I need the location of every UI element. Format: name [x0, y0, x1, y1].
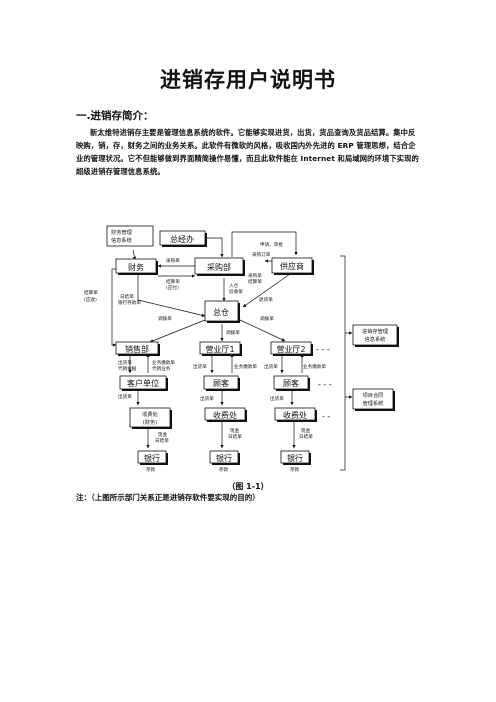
svg-text:存款: 存款 [146, 466, 156, 473]
svg-text:入仓: 入仓 [229, 282, 239, 289]
svg-text:调拨单: 调拨单 [158, 315, 172, 322]
svg-text:- -: - - [322, 412, 330, 421]
svg-text:结算单: 结算单 [166, 278, 180, 285]
svg-text:销售部: 销售部 [125, 344, 149, 354]
box-customer-2: 顾客 [273, 375, 310, 391]
svg-text:采购单: 采购单 [248, 272, 262, 279]
box-customer-1: 顾客 [203, 375, 240, 391]
svg-text:信息系统: 信息系统 [365, 335, 386, 343]
svg-text:顾客: 顾客 [213, 378, 229, 388]
svg-text:- - -: - - - [316, 345, 330, 354]
svg-text:存款: 存款 [290, 466, 300, 473]
box-erp-system: 进销存管理 信息系统 [352, 324, 399, 347]
box-project-system: 项目合同 管理系统 [352, 388, 395, 411]
svg-text:结算单: 结算单 [84, 289, 98, 296]
svg-text:项目合同: 项目合同 [363, 391, 384, 399]
svg-text:信息系统: 信息系统 [111, 236, 132, 244]
svg-text:出货单: 出货单 [118, 359, 132, 366]
box-purchasing: 采购部 [194, 257, 245, 276]
svg-text:采购单: 采购单 [166, 257, 180, 264]
box-collection-1: 收费处 [204, 407, 247, 422]
svg-text:银行: 银行 [287, 453, 303, 463]
svg-text:营业厅2: 营业厅2 [276, 344, 305, 354]
svg-text:财务管理: 财务管理 [111, 228, 133, 236]
box-collection-2: 收费处 [274, 407, 317, 422]
document-title: 进销存用户说明书 [160, 68, 336, 92]
svg-text:退货单: 退货单 [259, 296, 273, 303]
svg-text:业务缴款单: 业务缴款单 [234, 363, 257, 370]
box-sales-dept: 销售部 [115, 341, 160, 356]
svg-text:验收单: 验收单 [229, 288, 243, 295]
svg-text:调拨单: 调拨单 [226, 329, 240, 336]
svg-text:总经办: 总经办 [170, 234, 194, 244]
box-bank-2: 银行 [280, 450, 311, 465]
svg-text:(应付): (应付) [166, 284, 179, 291]
svg-text:银行存款单: 银行存款单 [118, 299, 141, 306]
svg-text:出货单: 出货单 [118, 393, 132, 400]
svg-text:出货单: 出货单 [200, 395, 214, 402]
svg-text:出货单: 出货单 [270, 395, 284, 402]
svg-text:(财务): (财务) [143, 418, 157, 426]
svg-text:调拨单: 调拨单 [260, 315, 274, 322]
svg-text:日结单: 日结单 [120, 293, 134, 300]
svg-text:日结单: 日结单 [155, 437, 169, 444]
box-bank-1: 银行 [209, 450, 240, 465]
svg-text:银行: 银行 [144, 453, 160, 463]
box-finance-system: 财务管理 信息系统 [106, 225, 154, 247]
svg-text:收费处: 收费处 [283, 410, 307, 420]
intro-paragraph: 新太维特进销存主要是管理信息系统的软件。它能够实现进货，出货，货品查询及货品结算… [76, 128, 419, 176]
svg-text:申请、审批: 申请、审批 [260, 241, 283, 248]
svg-text:银行: 银行 [216, 453, 232, 463]
svg-text:进销存管理: 进销存管理 [362, 327, 389, 335]
svg-text:客户单位: 客户单位 [127, 378, 159, 388]
box-client-company: 客户单位 [119, 375, 168, 391]
figure-note: 注：（上图所示部门关系正是进销存软件要实现的目的） [76, 493, 260, 502]
box-supplier: 供应商 [271, 257, 314, 275]
section-heading: 一.进销存简介： [76, 110, 154, 122]
connector-lines [111, 231, 353, 471]
svg-text:财务: 财务 [128, 262, 144, 272]
svg-text:采购订单: 采购订单 [252, 251, 271, 258]
svg-text:- - -: - - - [318, 380, 332, 389]
figure-caption: （图 1-1） [227, 482, 269, 491]
svg-text:结算单: 结算单 [248, 278, 262, 285]
svg-text:日结单: 日结单 [299, 433, 313, 440]
svg-text:存款: 存款 [219, 466, 229, 473]
svg-text:现金: 现金 [230, 427, 240, 434]
svg-text:营业厅1: 营业厅1 [205, 344, 234, 354]
box-main-warehouse: 总仓 [204, 300, 240, 323]
svg-text:现金: 现金 [158, 431, 168, 438]
box-ceo-office: 总经办 [159, 230, 207, 247]
svg-text:日结单: 日结单 [228, 433, 242, 440]
svg-text:管理系统: 管理系统 [363, 399, 384, 407]
svg-text:出货单: 出货单 [264, 363, 278, 370]
svg-text:采购部: 采购部 [207, 262, 231, 272]
box-bank-0: 银行 [137, 450, 168, 465]
svg-text:出货单: 出货单 [193, 363, 207, 370]
box-hall-2: 营业厅2 [270, 341, 313, 356]
edge-labels: 申请、审批 采购单 采购订单 结算单 (应付) 采购单 结算单 结算单 (应收)… [84, 241, 332, 473]
svg-text:现金: 现金 [301, 427, 311, 434]
svg-text:(应收): (应收) [84, 296, 97, 303]
box-hall-1: 营业厅1 [199, 341, 242, 356]
svg-text:收费处: 收费处 [142, 410, 158, 418]
svg-text:总仓: 总仓 [213, 307, 229, 317]
box-finance: 财务 [115, 258, 158, 275]
svg-text:代销业务: 代销业务 [152, 365, 171, 372]
box-collection-finance: 收费处 (财务) [129, 407, 172, 429]
svg-text:业务缴款单: 业务缴款单 [152, 359, 175, 366]
svg-text:代销依据: 代销依据 [118, 365, 137, 372]
svg-text:业务缴款单: 业务缴款单 [303, 363, 326, 370]
svg-text:收费处: 收费处 [213, 410, 237, 420]
svg-text:顾客: 顾客 [283, 378, 299, 388]
svg-text:供应商: 供应商 [280, 261, 304, 271]
